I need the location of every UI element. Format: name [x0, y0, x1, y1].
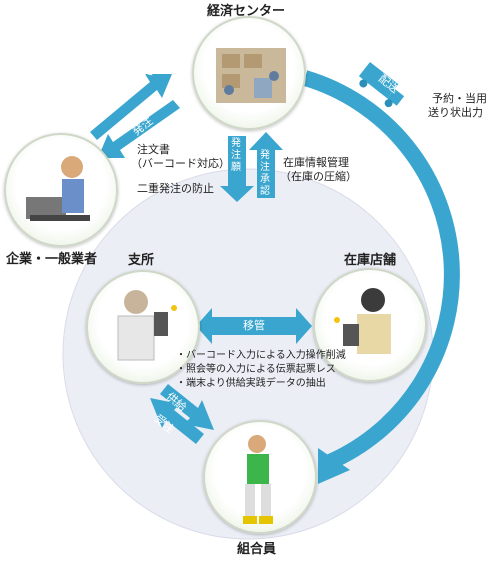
branch-node	[86, 270, 200, 384]
member-node	[203, 420, 317, 534]
arrow-label-order-form: 発注願	[231, 138, 241, 173]
delivery-arc-head	[318, 448, 350, 484]
branch-title: 支所	[128, 253, 155, 268]
arrow-label-transfer: 移管	[243, 319, 265, 332]
note-delivery-2: 送り状出力	[428, 106, 483, 119]
member-title: 組合員	[237, 542, 277, 557]
arrow-order-receive	[90, 74, 172, 140]
warehouse-icon	[216, 48, 286, 103]
center-node	[192, 16, 306, 130]
office-worker-icon	[26, 156, 90, 221]
note-slip-1: 注文書	[137, 143, 170, 156]
benefit-list: ・バーコード入力による入力操作削減 ・照会等の入力による伝票起票レス ・端末より…	[176, 349, 346, 391]
store-title: 在庫店舗	[344, 253, 397, 268]
benefit-item: ・照会等の入力による伝票起票レス	[176, 364, 336, 375]
note-double-order: 二重発注の防止	[137, 182, 214, 195]
store-node	[313, 268, 427, 382]
arrow-label-approval: 発注承認	[260, 150, 270, 197]
center-title: 経済センター	[207, 4, 286, 19]
arrow-receive-order	[150, 398, 204, 444]
company-title: 企業・一般業者	[6, 252, 98, 267]
truck-icon	[358, 61, 405, 108]
note-slip-2: （バーコード対応）	[131, 157, 230, 170]
note-delivery-1: 予約・当用	[432, 92, 487, 105]
company-node	[4, 133, 118, 247]
delivery-arc	[302, 70, 460, 470]
note-stock-2: （在庫の圧縮）	[280, 170, 357, 183]
store-worker-icon	[334, 288, 391, 354]
handheld-worker-icon	[117, 290, 177, 361]
walking-member-icon	[243, 435, 273, 524]
arrow-order-form-head	[220, 186, 254, 202]
arrow-order	[98, 100, 180, 158]
arrow-supply	[160, 384, 214, 430]
benefit-item: ・バーコード入力による入力操作削減	[176, 350, 346, 361]
benefit-item: ・端末より供給実践データの抽出	[176, 378, 326, 389]
note-stock-1: 在庫情報管理	[283, 156, 349, 169]
arrow-approval-head	[249, 132, 283, 150]
